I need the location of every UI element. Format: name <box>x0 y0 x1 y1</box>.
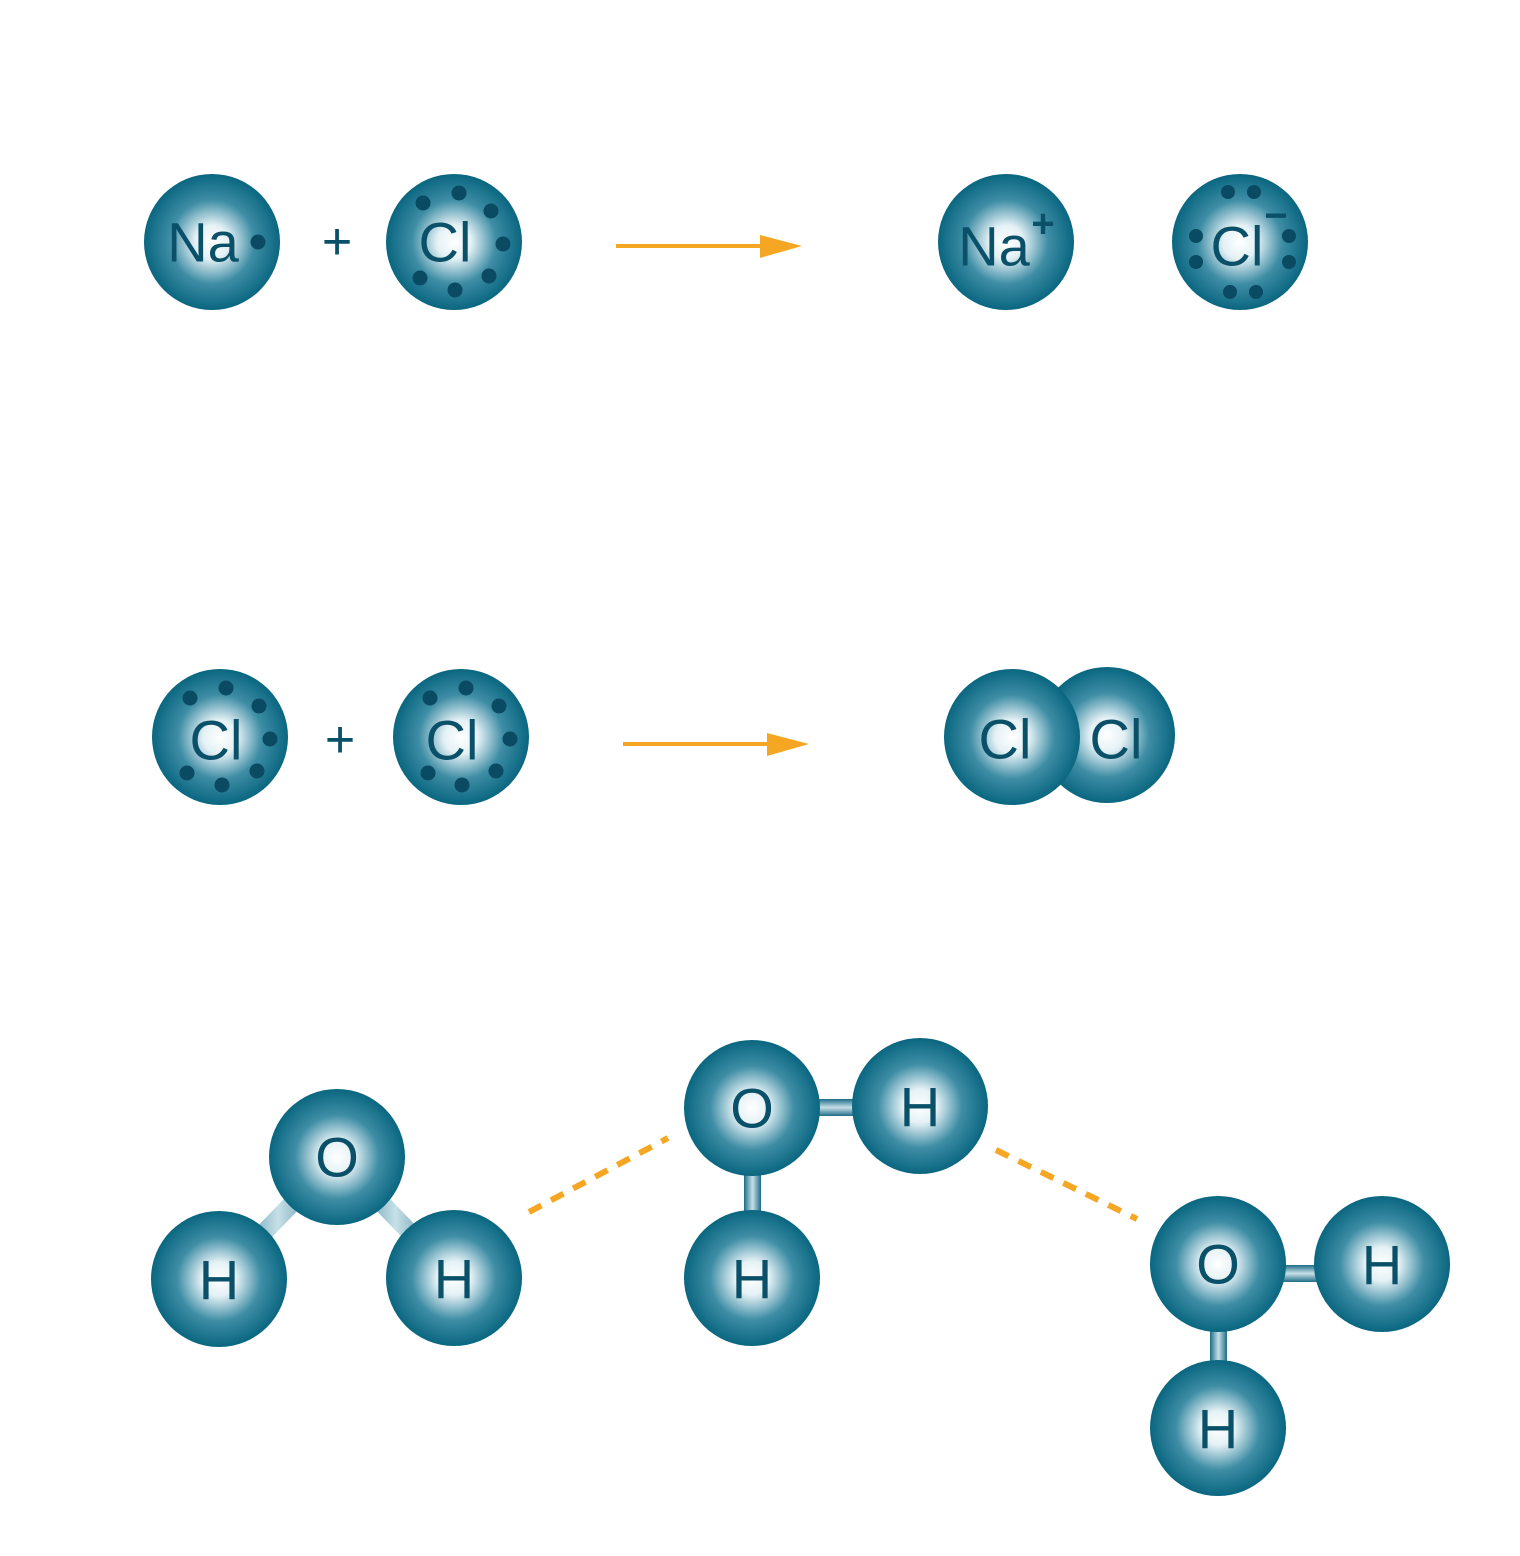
plus-sign: + <box>325 711 355 769</box>
atom-oxygen <box>269 1089 405 1225</box>
atom-sodium: Na <box>144 174 280 310</box>
ion-charge-positive: + <box>1031 202 1054 246</box>
atom-label: O <box>315 1126 359 1189</box>
atom-label: Cl <box>190 709 243 772</box>
atom-hydrogen <box>1150 1360 1286 1496</box>
atom-label: Cl <box>426 709 479 772</box>
atom-hydrogen <box>684 1210 820 1346</box>
atom-label: O <box>730 1077 774 1140</box>
hydrogen-bond-1 <box>527 1135 670 1215</box>
atom-label: Cl <box>419 211 472 274</box>
atom-hydrogen <box>852 1038 988 1174</box>
plus-sign: + <box>322 213 352 271</box>
atom-chlorine-left <box>944 669 1080 805</box>
reaction-arrow <box>616 235 802 258</box>
atom-hydrogen <box>1314 1196 1450 1332</box>
atom-label: Cl <box>979 708 1032 771</box>
covalent-bond <box>1275 1265 1325 1282</box>
atom-hydrogen <box>386 1210 522 1346</box>
atom-label: H <box>1198 1398 1238 1461</box>
atom-label: H <box>1362 1234 1402 1297</box>
water-molecule-1: O H H <box>151 1089 522 1347</box>
atom-label: Na <box>167 211 239 274</box>
chlorine-molecule: Cl Cl <box>944 667 1175 805</box>
atom-label: O <box>1196 1233 1240 1296</box>
atom-oxygen <box>1150 1196 1286 1332</box>
valence-electron <box>250 234 266 250</box>
water-molecule-3: O H H <box>1150 1196 1450 1496</box>
ion-chloride: Cl − <box>1172 174 1308 310</box>
ion-label: Cl <box>1211 215 1264 278</box>
hydrogen-bond-2 <box>994 1147 1139 1222</box>
water-molecule-2: O H H <box>684 1038 988 1346</box>
ionic-reaction: Na + Cl Na + <box>144 174 1308 310</box>
atom-chlorine-right <box>1039 667 1175 803</box>
covalent-bond <box>810 1099 860 1116</box>
atom-label: Cl <box>1090 708 1143 771</box>
atom-chlorine-1: Cl <box>152 669 288 805</box>
atom-hydrogen <box>151 1211 287 1347</box>
ion-sodium: Na + <box>938 174 1074 310</box>
covalent-reaction: Cl + Cl <box>152 667 1175 805</box>
ion-label: Na <box>958 215 1030 278</box>
atom-oxygen <box>684 1040 820 1176</box>
ion-charge-negative: − <box>1264 194 1287 238</box>
valence-electrons <box>420 680 518 793</box>
atom-label: H <box>900 1076 940 1139</box>
atom-label: H <box>732 1248 772 1311</box>
valence-electrons <box>412 185 511 298</box>
atom-chlorine: Cl <box>386 174 522 310</box>
atom-label: H <box>199 1249 239 1312</box>
atom-label: H <box>434 1248 474 1311</box>
water-network: O H H O H H O H H <box>151 1038 1450 1496</box>
covalent-bond <box>744 1166 761 1216</box>
atom-chlorine-2: Cl <box>393 669 529 805</box>
valence-electrons <box>179 680 278 793</box>
reaction-arrow <box>623 733 809 756</box>
covalent-bond <box>1210 1320 1227 1370</box>
valence-electrons <box>1189 185 1296 299</box>
